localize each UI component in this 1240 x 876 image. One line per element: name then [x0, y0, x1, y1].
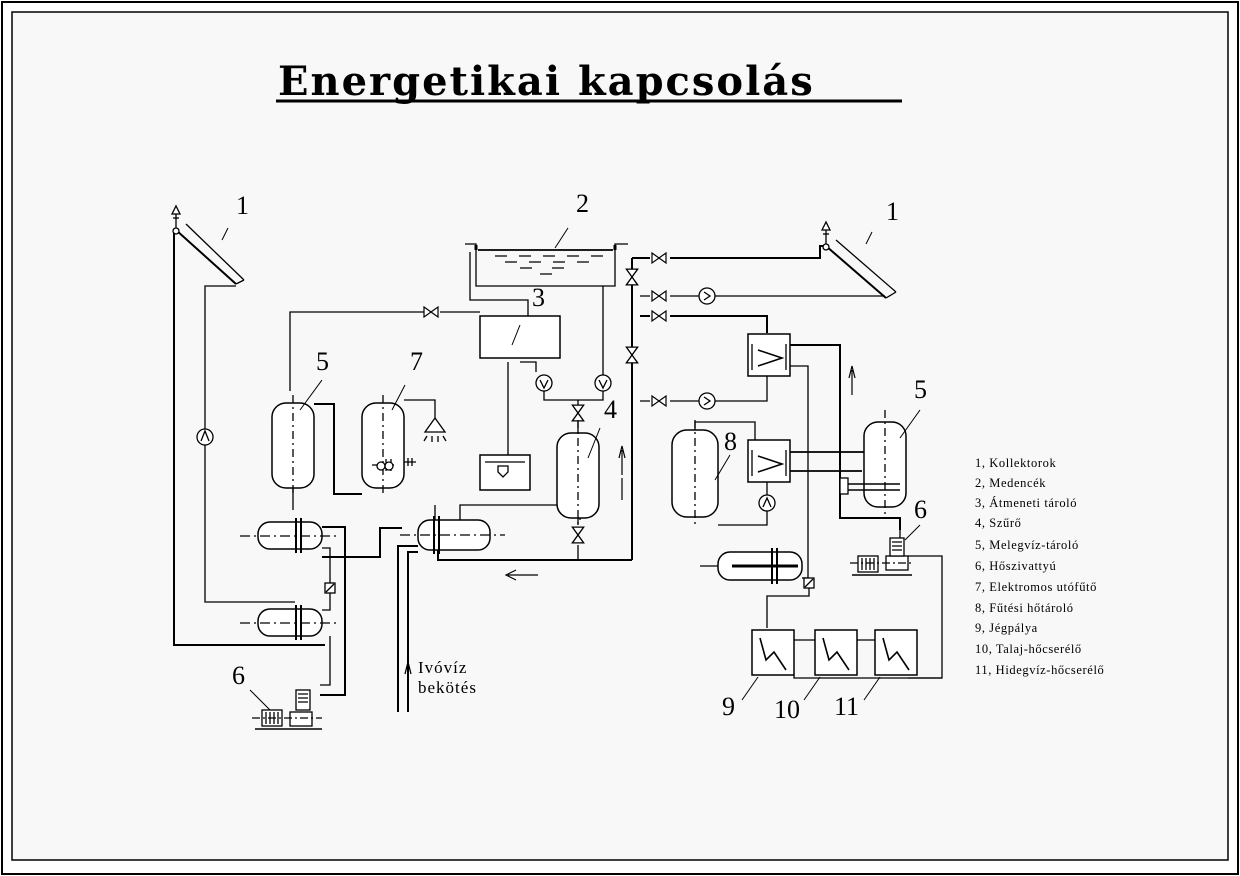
note-connection: bekötés: [418, 678, 477, 697]
label-heat-pump-left: 6: [232, 661, 245, 690]
upper-exchanger: [747, 333, 791, 377]
legend-item: 11, Hidegvíz-hőcserélő: [975, 663, 1104, 677]
label-ice-rink: 9: [722, 692, 735, 721]
legend-item: 1, Kollektorok: [975, 456, 1056, 470]
legend-item: 7, Elektromos utófűtő: [975, 580, 1097, 594]
page-title: Energetikai kapcsolás: [278, 58, 815, 105]
label-collector-right: 1: [886, 197, 899, 226]
piping: [170, 204, 943, 730]
label-heat-pump-right: 6: [914, 495, 927, 524]
right-collector: [820, 220, 897, 299]
legend-item: 4, Szűrő: [975, 516, 1021, 530]
legend-item: 2, Medencék: [975, 476, 1046, 490]
label-tank-left: 5: [316, 347, 329, 376]
left-exchangers: [240, 518, 340, 640]
legend-item: 8, Fűtési hőtároló: [975, 601, 1074, 615]
label-filter: 4: [604, 395, 617, 424]
label-electric-heater: 7: [410, 347, 423, 376]
label-tank-right: 5: [914, 375, 927, 404]
ground-exchangers: [741, 629, 942, 701]
inner-frame: [11, 11, 1229, 861]
label-ground-exchanger: 10: [774, 695, 800, 724]
pool: [465, 243, 628, 287]
label-pool: 2: [576, 189, 589, 218]
legend: 1, Kollektorok 2, Medencék 3, Átmeneti t…: [975, 456, 1104, 677]
legend-item: 3, Átmeneti tároló: [975, 496, 1077, 510]
legend-item: 6, Hőszivattyú: [975, 559, 1056, 573]
left-heat-pump: [252, 689, 322, 730]
component-numbers: 1 1 2 3 4 5 5 6 6 7 8 9 10 11: [232, 189, 927, 724]
left-collector: [170, 204, 245, 285]
note-drinking-water: Ivóvíz: [418, 658, 467, 677]
label-storage: 3: [532, 283, 545, 312]
right-heat-pump: [850, 537, 912, 576]
legend-item: 5, Melegvíz-tároló: [975, 538, 1079, 552]
label-cold-water-exchanger: 11: [834, 692, 859, 721]
legend-item: 10, Talaj-hőcserélő: [975, 642, 1082, 656]
label-collector-left: 1: [236, 191, 249, 220]
label-heating-storage: 8: [724, 427, 737, 456]
intermediate-storage: [479, 315, 561, 359]
legend-item: 9, Jégpálya: [975, 621, 1038, 635]
lower-exchanger: [747, 439, 791, 483]
